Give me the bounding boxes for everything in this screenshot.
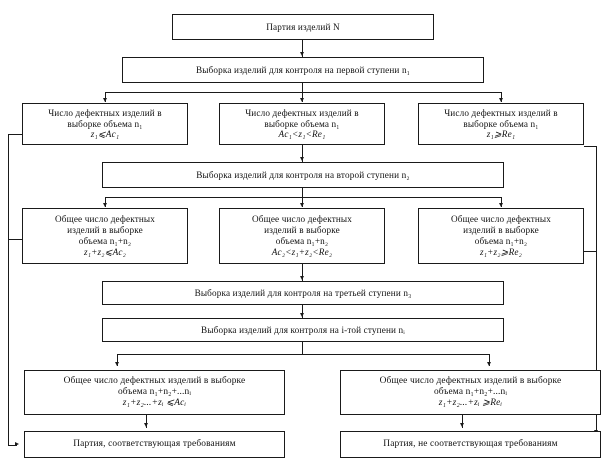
node-stagei-accept-line2: объема n₁+n₂+...nᵢ [117,386,192,397]
connector-stage2-bus [105,197,501,198]
node-stage2-sample: Выборка изделий для контроля на второй с… [102,162,504,188]
connector-stagei-reject-to-verdict [462,415,463,428]
node-stage3-sample-line1: Выборка изделий для контроля на третьей … [194,287,412,298]
node-stage2-accept-line3: объема n₁+n₂ [78,236,132,246]
connector-stage1-continue-to-stage2 [302,145,303,162]
arrow-stagei-icon [299,313,304,317]
arrow-stage2-accept-icon [102,203,107,207]
node-stagei-reject-line2: объема n₁+n₂+...nᵢ [433,386,508,397]
node-lot: Партия изделий N [172,14,434,40]
node-stage2-reject-line3: объема n₁+n₂ [474,236,528,246]
connector-stage1-stem [302,83,303,92]
node-stage1-continue: Число дефектных изделий в выборке объема… [219,103,385,145]
connector-stage2-to-reject [501,197,502,207]
node-stage1-reject-line2: выборке объема n₁ [463,118,539,129]
node-stage2-accept-line1: Общее число дефектных [54,214,155,225]
node-stage1-sample-line1: Выборка изделий для контроля на первой с… [195,64,411,75]
node-stage2-accept-line2: изделий в выборке [67,225,143,236]
node-stage1-reject: Число дефектных изделий в выборке объема… [418,103,584,145]
node-stage2-continue-line4: Ac₂<z₁+z₂<Re₂ [271,246,333,257]
connector-right-reject-bus [596,146,597,434]
arrow-lot-to-stage1-icon [299,52,304,56]
node-stagei-sample: Выборка изделий для контроля на i-той ст… [102,318,504,342]
node-stagei-accept: Общее число дефектных изделий в выборке … [24,370,285,415]
arrow-stage2-reject-icon [498,203,503,207]
node-stage1-reject-line1: Число дефектных изделий в [444,107,558,118]
node-stagei-sample-line1: Выборка изделий для контроля на i-той ст… [201,324,405,335]
node-stage2-continue-line3: объема n₁+n₂ [275,236,329,246]
connector-stagei-bus [117,354,489,355]
node-verdict-accept-line1: Партия, соответствующая требованиям [73,438,236,449]
node-stage2-continue: Общее число дефектных изделий в выборке … [219,208,385,264]
connector-left-accept-into-verdict [8,445,17,446]
node-verdict-reject-line1: Партия, не соответствующая требованиям [383,438,558,449]
arrow-stage2-icon [299,157,304,161]
node-stage2-reject-line2: изделий в выборке [463,225,539,236]
connector-left-accept-bus [8,134,9,445]
node-stage1-accept-line3: z₁⩽Ac₁ [90,129,120,140]
connector-stagei-accept-to-verdict [146,415,147,428]
connector-lot-to-stage1 [302,40,303,57]
node-stagei-accept-line1: Общее число дефектных изделий в выборке [63,375,246,386]
node-stage2-continue-line2: изделий в выборке [264,225,340,236]
connector-stage1-accept-tick [8,134,22,135]
connector-stage1-to-accept [105,92,106,102]
arrow-verdict-reject-icon [459,423,464,427]
arrow-left-accept-verdict-icon [15,442,19,447]
node-stage1-sample: Выборка изделий для контроля на первой с… [122,57,484,83]
node-stagei-reject: Общее число дефектных изделий в выборке … [340,370,601,415]
node-lot-line1: Партия изделий N [266,21,340,32]
node-stage2-continue-line1: Общее число дефектных [251,214,352,225]
connector-stage1-reject-tick [584,146,597,147]
arrow-stage1-reject-icon [498,98,503,102]
node-stage1-continue-line3: Ac₁<z₁<Re₁ [278,129,326,140]
node-stage2-reject-line1: Общее число дефектных [450,214,551,225]
arrow-verdict-accept-icon [143,423,148,427]
node-stage1-continue-line2: выборке объема n₁ [264,118,340,129]
connector-stage2-continue-to-stage3 [302,264,303,281]
connector-stagei-to-reject [489,354,490,366]
node-stage2-reject-line4: z₁+z₂⩾Re₂ [479,246,523,257]
arrow-stage1-accept-icon [102,98,107,102]
node-verdict-accept: Партия, соответствующая требованиям [24,431,285,458]
connector-stage2-to-continue [302,197,303,207]
connector-stage1-to-reject [501,92,502,102]
node-stagei-accept-line3: z₁+z₂...+zᵢ ⩽Acᵢ [122,398,187,409]
connector-stage1-to-continue [302,92,303,102]
node-stage1-accept: Число дефектных изделий в выборке объема… [22,103,188,145]
node-stage2-accept: Общее число дефектных изделий в выборке … [22,208,188,264]
arrow-stagei-accept-icon [114,362,119,366]
connector-stagei-stem [302,342,303,354]
node-stage1-continue-line1: Число дефектных изделий в [245,107,359,118]
arrow-stage3-icon [299,276,304,280]
node-stage2-accept-line4: z₁+z₂⩽Ac₂ [83,246,127,257]
connector-stage3-to-stagei [302,305,303,318]
node-stage1-accept-line1: Число дефектных изделий в [48,107,162,118]
node-stagei-reject-line3: z₁+z₂...+zᵢ ⩾Reᵢ [438,398,503,409]
connector-stagei-to-accept [117,354,118,366]
node-stage2-reject: Общее число дефектных изделий в выборке … [418,208,584,264]
node-stage3-sample: Выборка изделий для контроля на третьей … [102,281,504,305]
arrow-stage1-continue-icon [299,98,304,102]
connector-stage2-stem [302,188,303,197]
node-stage2-sample-line1: Выборка изделий для контроля на второй с… [196,169,410,180]
connector-stage1-bus [105,92,501,93]
node-verdict-reject: Партия, не соответствующая требованиям [340,431,601,458]
connector-stage2-to-accept [105,197,106,207]
node-stage1-accept-line2: выборке объема n₁ [67,118,143,129]
node-stagei-reject-line1: Общее число дефектных изделий в выборке [379,375,562,386]
connector-stage2-reject-tick [584,251,597,252]
node-stage1-reject-line3: z₁⩾Re₁ [486,129,516,140]
arrow-stage2-continue-icon [299,203,304,207]
connector-stage2-accept-tick [8,239,22,240]
arrow-stagei-reject-icon [486,362,491,366]
